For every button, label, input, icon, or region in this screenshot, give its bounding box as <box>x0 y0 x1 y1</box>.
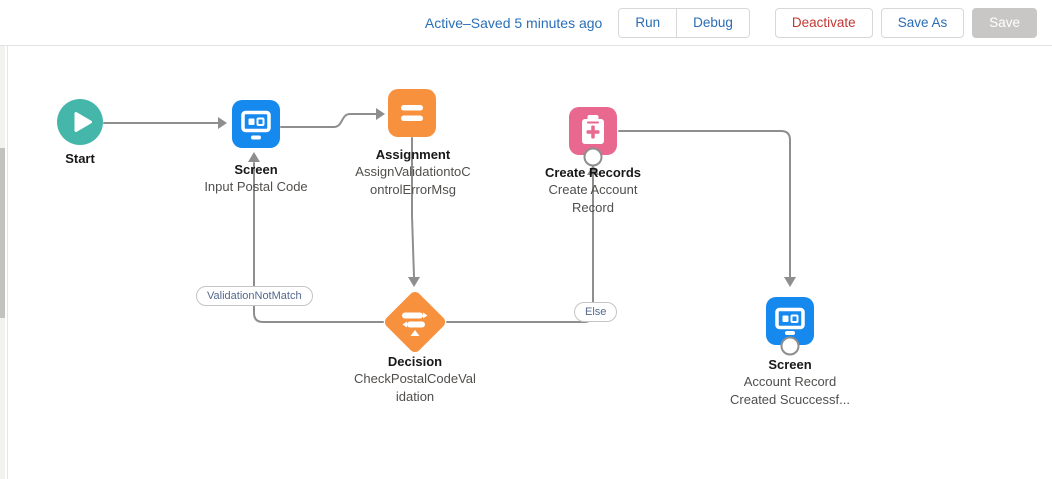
equals-icon <box>401 105 423 121</box>
canvas-scrollbar-thumb[interactable] <box>0 148 5 318</box>
run-debug-button-group: Run Debug <box>618 7 750 38</box>
flow-canvas[interactable]: Start Screen Input Postal Code Assignmen… <box>0 46 1052 479</box>
create-records-node-icon[interactable] <box>569 107 617 155</box>
connector-screen-to-assignment[interactable] <box>280 113 377 128</box>
connection-points <box>583 147 800 356</box>
screen-input-node-icon[interactable] <box>232 100 280 148</box>
assignment-node-label: Assignment AssignValidationtoC ontrolErr… <box>355 147 471 197</box>
screen-icon <box>241 110 271 140</box>
screen-result-node-label: Screen Account Record Created Scuccessf.… <box>730 357 850 407</box>
screen-result-node-icon[interactable] <box>766 297 814 345</box>
start-node-label: Start <box>65 151 95 166</box>
connector-lines <box>103 108 796 323</box>
start-node-icon[interactable] <box>57 99 103 145</box>
connector-label-validationnotmatch[interactable]: ValidationNotMatch <box>196 286 313 306</box>
connector-arrowheads <box>218 108 796 287</box>
flow-toolbar: Active–Saved 5 minutes ago Run Debug Dea… <box>0 0 1052 46</box>
deactivate-button[interactable]: Deactivate <box>774 7 873 38</box>
canvas-left-border <box>7 46 8 479</box>
record-create-icon <box>582 115 604 144</box>
create-records-node-label: Create Records Create Account Record <box>544 165 642 215</box>
play-icon <box>74 112 92 132</box>
canvas-scrollbar-track[interactable] <box>0 46 5 479</box>
signpost-icon <box>402 312 428 336</box>
assignment-node-icon[interactable] <box>388 89 436 137</box>
screen-icon <box>775 307 805 335</box>
screen-input-node-label: Screen Input Postal Code <box>204 162 308 194</box>
flow-status-text: Active–Saved 5 minutes ago <box>424 14 603 31</box>
save-button[interactable]: Save <box>972 7 1037 38</box>
run-button[interactable]: Run <box>619 8 677 37</box>
decision-node-label: Decision CheckPostalCodeVal idation <box>354 354 476 404</box>
debug-button[interactable]: Debug <box>676 8 749 37</box>
decision-node-icon[interactable] <box>382 289 448 355</box>
save-as-button[interactable]: Save As <box>880 7 965 38</box>
connector-label-else[interactable]: Else <box>574 302 618 322</box>
